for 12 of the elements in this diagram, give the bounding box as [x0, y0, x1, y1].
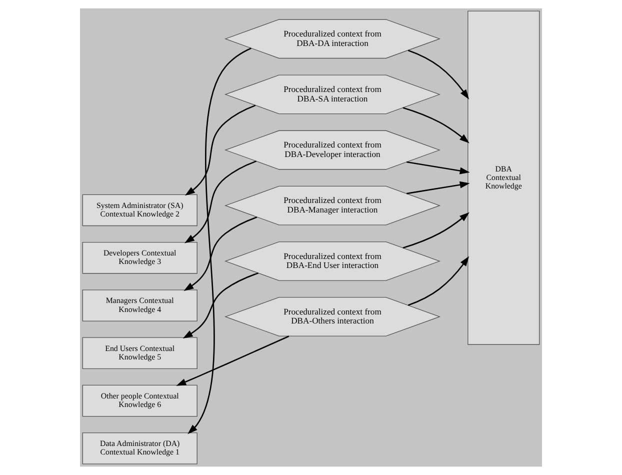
arrow — [176, 336, 290, 386]
arrow — [408, 50, 470, 100]
arrow — [182, 272, 258, 339]
arrow — [188, 48, 252, 434]
arrow — [402, 212, 470, 248]
arrow — [184, 104, 256, 196]
arrow — [406, 181, 470, 194]
arrow — [408, 256, 470, 306]
arrow — [402, 107, 470, 144]
arrow — [184, 160, 256, 244]
arrow — [184, 216, 258, 291]
arrow — [406, 161, 470, 174]
